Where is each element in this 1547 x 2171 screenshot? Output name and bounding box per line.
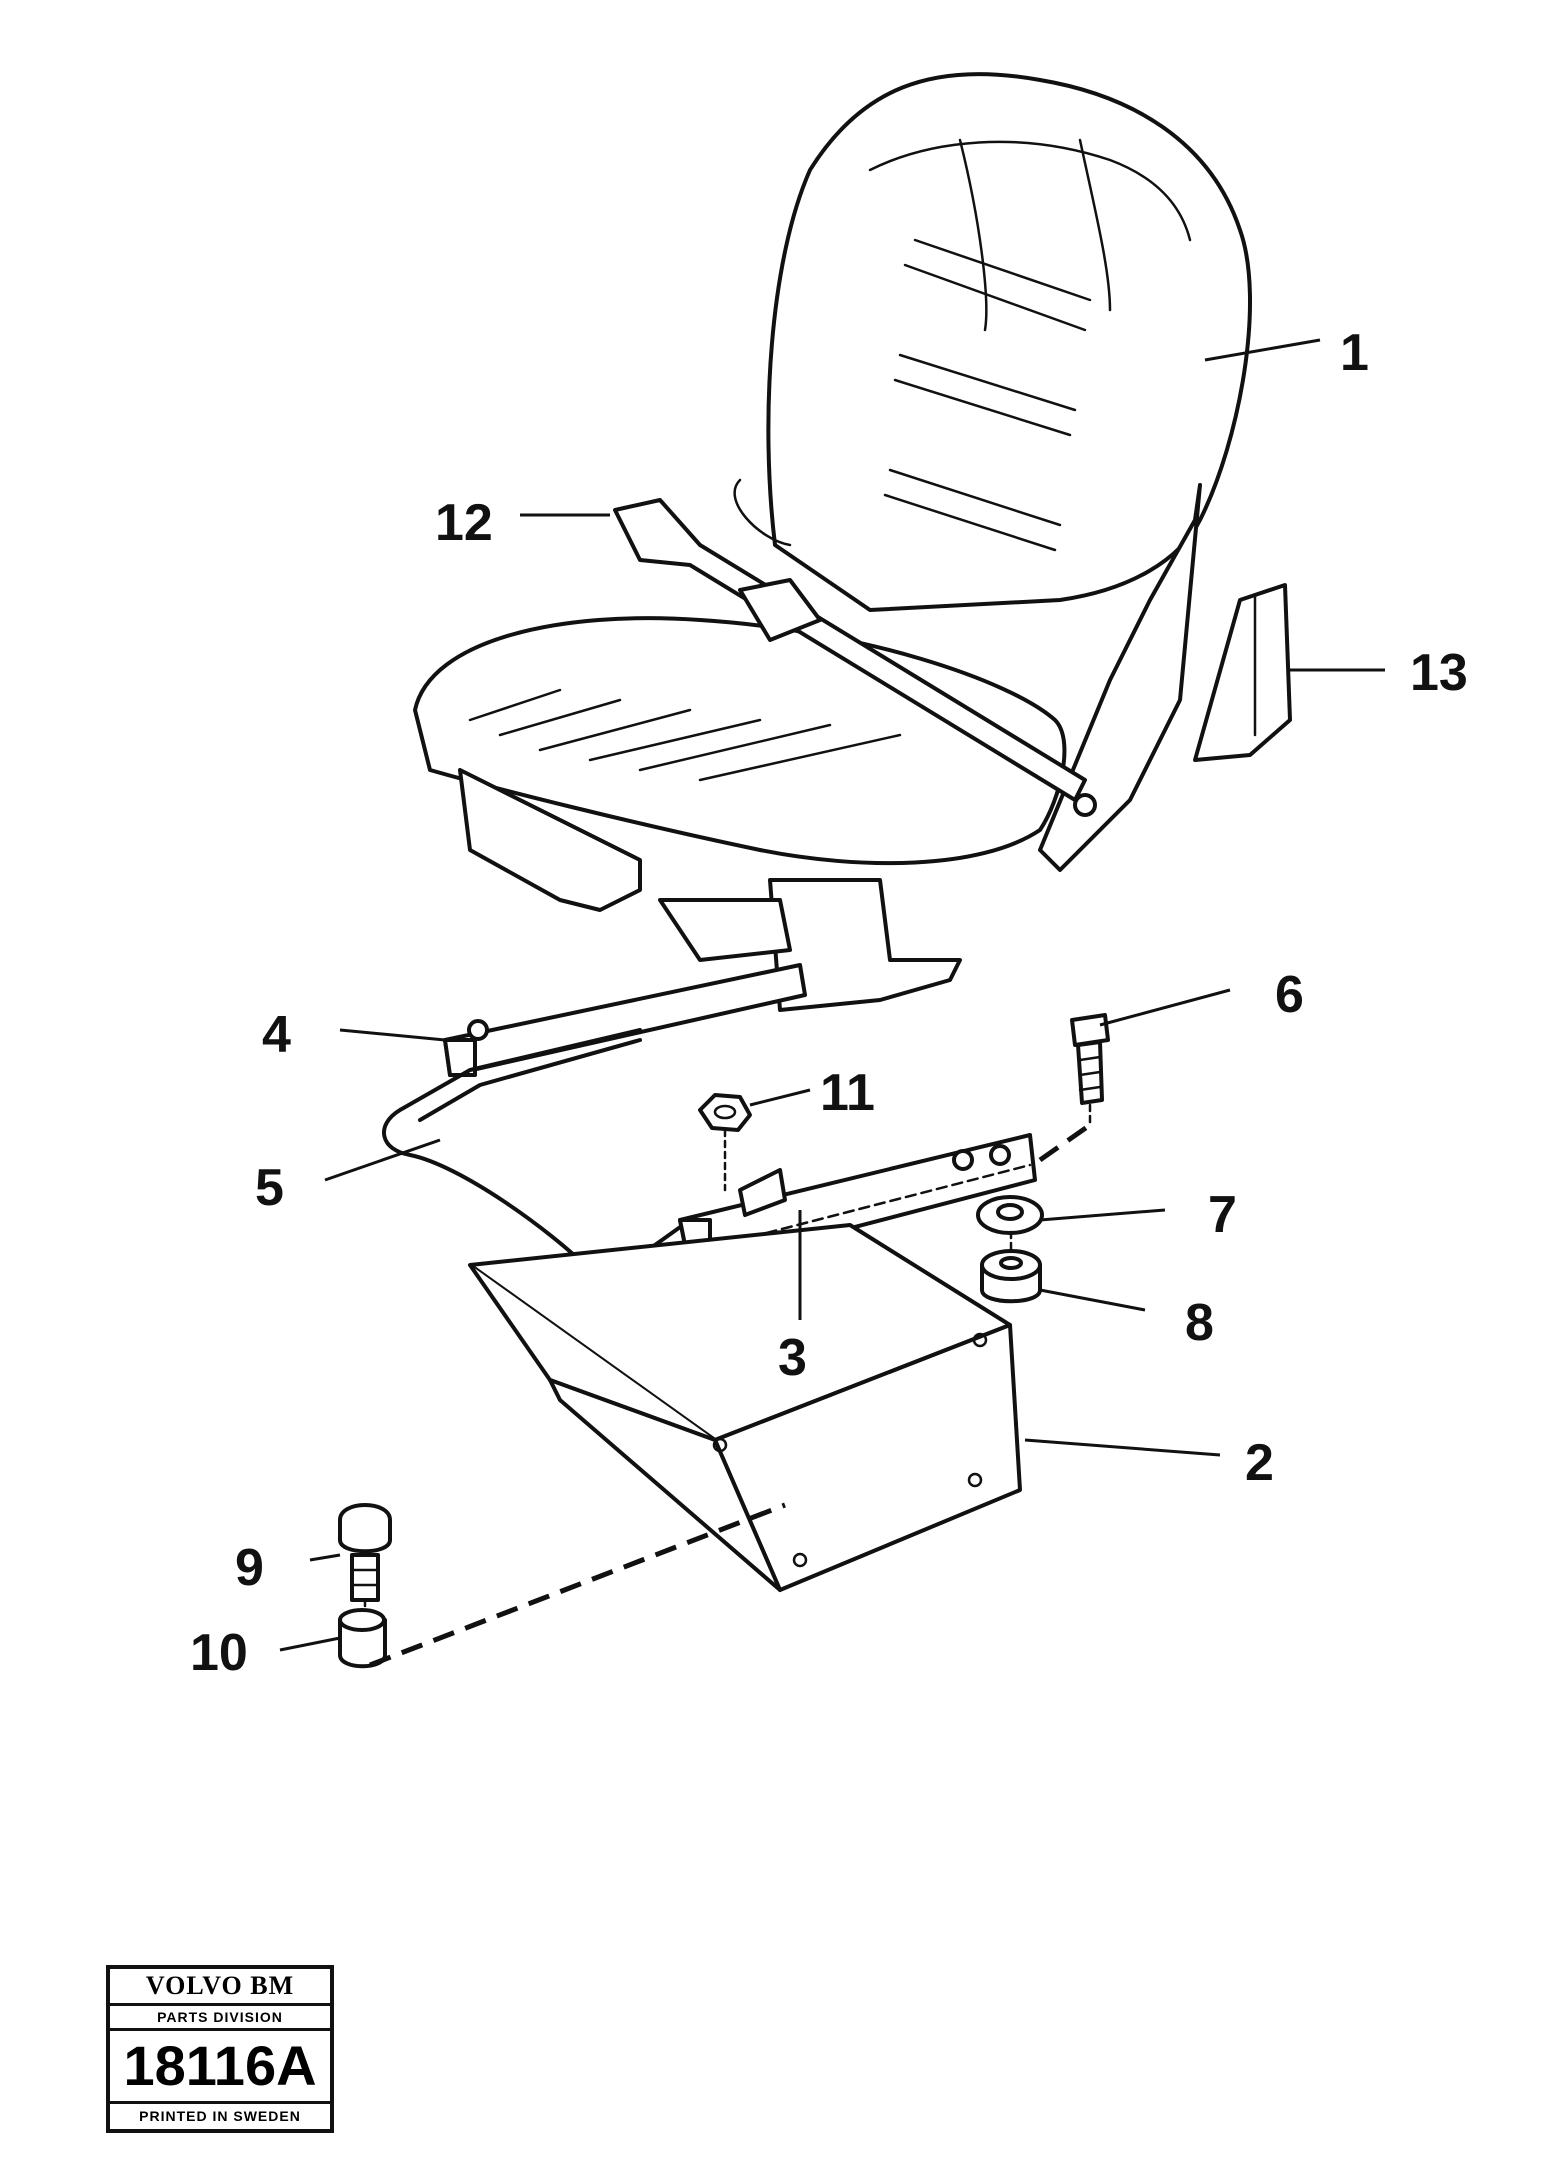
seat-cushion [413, 616, 1067, 1012]
stamp-number: 18116A [110, 2031, 330, 2104]
mounting-box [468, 1223, 1022, 1592]
nut-11 [698, 1093, 752, 1132]
callout-8: 8 [1185, 1294, 1214, 1352]
callout-labels: 1 2 3 4 5 6 7 8 9 10 11 12 13 [190, 324, 1468, 1682]
callout-9: 9 [235, 1539, 264, 1597]
parts-catalog-stamp: VOLVO BM PARTS DIVISION 18116A PRINTED I… [106, 1965, 334, 2133]
callout-12: 12 [435, 494, 493, 552]
callout-10: 10 [190, 1624, 248, 1682]
callout-7: 7 [1208, 1186, 1237, 1244]
side-panel [1193, 583, 1292, 762]
rail-top [443, 963, 807, 1077]
callout-2: 2 [1245, 1434, 1274, 1492]
washer-7 [976, 1195, 1044, 1235]
stamp-division: PARTS DIVISION [110, 2006, 330, 2031]
adjuster-bar [382, 1028, 692, 1272]
callout-6: 6 [1275, 966, 1304, 1024]
callout-3: 3 [778, 1329, 807, 1387]
stamp-footer: PRINTED IN SWEDEN [139, 2108, 301, 2124]
assembly-lines [363, 1103, 1092, 1668]
seat-belt [613, 478, 1087, 802]
rubber-mount-8 [980, 1249, 1042, 1304]
seat-side-bracket [1038, 483, 1202, 872]
stamp-brand: VOLVO BM [110, 1969, 330, 2006]
callout-1: 1 [1340, 324, 1369, 382]
callout-4: 4 [262, 1006, 291, 1064]
bolt-6 [1070, 1013, 1110, 1105]
spacer-10 [338, 1608, 387, 1669]
leader-lines [279, 338, 1385, 1652]
callout-11: 11 [820, 1064, 875, 1122]
callout-13: 13 [1410, 644, 1468, 702]
callout-5: 5 [255, 1159, 284, 1217]
seat-backrest [766, 72, 1253, 612]
bolt-9 [338, 1503, 392, 1602]
